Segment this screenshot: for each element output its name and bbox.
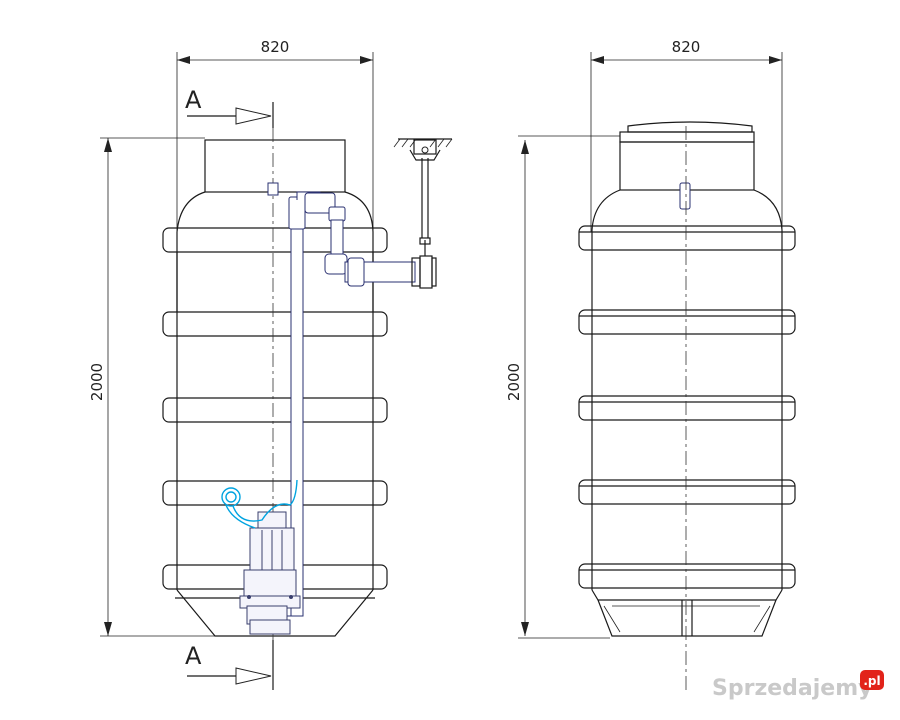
gate-valve xyxy=(411,237,437,289)
right-bottom-taper xyxy=(597,599,777,637)
watermark-text: Sprzedajemy xyxy=(712,676,873,701)
right-width-label: 820 xyxy=(672,38,701,56)
section-label-bottom: A xyxy=(185,642,202,670)
left-height-dimension: 2000 xyxy=(88,137,215,637)
right-lid xyxy=(627,121,753,133)
right-height-dimension: 2000 xyxy=(505,135,620,639)
right-shoulder xyxy=(591,189,783,231)
left-width-dimension: 820 xyxy=(176,38,374,235)
right-width-dimension: 820 xyxy=(590,38,783,232)
left-tank-section-view: 820 2000 A A xyxy=(88,38,453,690)
right-height-label: 2000 xyxy=(505,363,523,401)
watermark-badge-label: .pl xyxy=(863,674,880,688)
left-shoulder xyxy=(176,191,374,233)
section-marker-top: A xyxy=(185,86,274,128)
right-base-ring xyxy=(591,589,783,601)
neck-fitting xyxy=(267,182,279,196)
right-neck-ring xyxy=(619,131,755,143)
section-label-top: A xyxy=(185,86,202,114)
left-height-label: 2000 xyxy=(88,363,106,401)
discharge-pipe xyxy=(280,191,416,617)
section-marker-bottom: A xyxy=(185,640,274,690)
watermark: Sprzedajemy .pl xyxy=(712,670,884,701)
submersible-pump xyxy=(239,511,301,635)
watermark-badge xyxy=(860,670,884,690)
right-tank-exterior-view: 820 2000 xyxy=(505,38,796,690)
right-ribs xyxy=(578,225,796,589)
left-bottom-taper xyxy=(176,589,374,637)
hanger-rod xyxy=(393,138,453,238)
right-neck-fitting xyxy=(679,182,691,210)
float-switch-cable xyxy=(221,479,298,529)
left-width-label: 820 xyxy=(261,38,290,56)
